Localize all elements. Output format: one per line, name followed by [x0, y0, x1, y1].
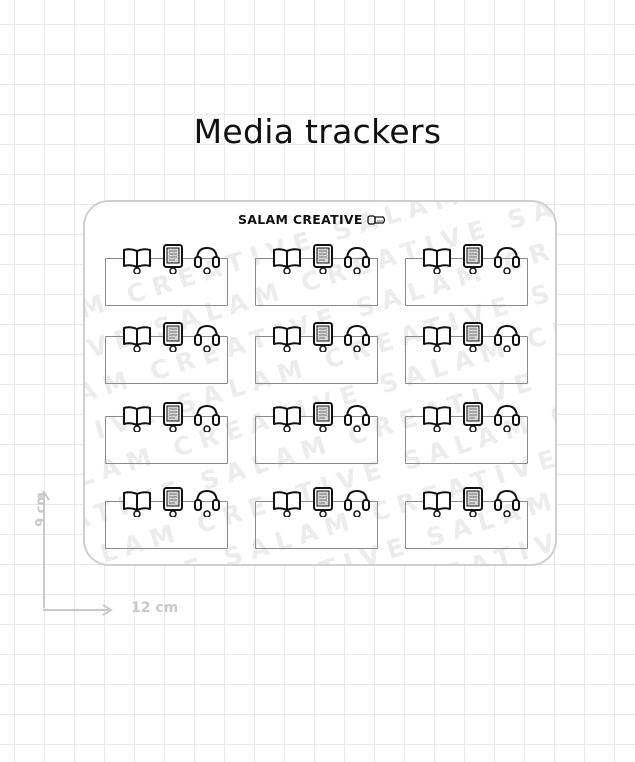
brand-name: SALAM CREATIVE	[238, 212, 363, 227]
tablet-icon	[157, 485, 189, 517]
media-tracker-sticker	[255, 320, 380, 410]
media-tracker-sticker	[405, 320, 530, 410]
book-icon	[421, 242, 453, 274]
tablet-icon	[307, 400, 339, 432]
width-dimension-arrow	[43, 604, 113, 616]
headphones-icon	[191, 242, 223, 274]
tablet-icon	[457, 400, 489, 432]
headphones-icon	[341, 242, 373, 274]
headphones-icon	[191, 320, 223, 352]
book-icon	[421, 485, 453, 517]
media-tracker-sticker	[255, 242, 380, 332]
tablet-icon	[457, 485, 489, 517]
book-icon	[271, 320, 303, 352]
width-dimension-label: 12 cm	[131, 600, 179, 616]
media-tracker-sticker	[255, 485, 380, 564]
headphones-icon	[341, 485, 373, 517]
tablet-icon	[307, 320, 339, 352]
book-icon	[271, 485, 303, 517]
tablet-icon	[457, 320, 489, 352]
media-tracker-sticker	[255, 400, 380, 490]
media-tracker-sticker	[405, 400, 530, 490]
book-icon	[271, 400, 303, 432]
media-tracker-sticker	[105, 242, 230, 332]
height-dimension-arrow	[38, 490, 50, 608]
media-tracker-sticker	[105, 485, 230, 564]
tablet-icon	[157, 400, 189, 432]
brand-logo: SALAM CREATIVE	[238, 212, 387, 227]
headphones-icon	[191, 485, 223, 517]
book-icon	[121, 400, 153, 432]
media-tracker-sticker	[405, 485, 530, 564]
headphones-icon	[491, 242, 523, 274]
media-tracker-sticker	[405, 242, 530, 332]
media-tracker-sticker	[105, 400, 230, 490]
headphones-icon	[191, 400, 223, 432]
book-icon	[121, 320, 153, 352]
height-dimension-label: 9 cm	[33, 492, 49, 527]
page-title: Media trackers	[193, 112, 442, 151]
headphones-icon	[341, 400, 373, 432]
book-icon	[271, 242, 303, 274]
tablet-icon	[457, 242, 489, 274]
headphones-icon	[341, 320, 373, 352]
tablet-icon	[157, 320, 189, 352]
sticker-sheet: SALAM CREATIVE SALAM CREATIVE SALAM ATIV…	[83, 200, 557, 566]
tablet-icon	[307, 242, 339, 274]
book-icon	[421, 320, 453, 352]
media-tracker-sticker	[105, 320, 230, 410]
tablet-icon	[157, 242, 189, 274]
book-icon	[421, 400, 453, 432]
book-icon	[121, 242, 153, 274]
headphones-icon	[491, 485, 523, 517]
headphones-icon	[491, 400, 523, 432]
book-icon	[121, 485, 153, 517]
headphones-icon	[491, 320, 523, 352]
brush-icon	[367, 214, 385, 225]
tablet-icon	[307, 485, 339, 517]
